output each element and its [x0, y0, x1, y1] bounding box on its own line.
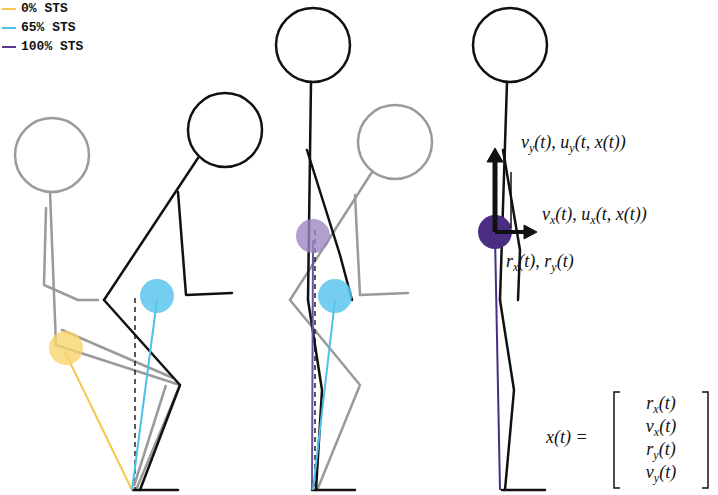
- math-text: (t, x(t)): [575, 132, 626, 152]
- math-text: (t, x(t)): [596, 204, 647, 224]
- legend-row: 100% STS: [2, 39, 83, 54]
- math-text: (t): [659, 416, 676, 436]
- math-text: v: [646, 416, 654, 436]
- math-label: x(t) =: [546, 428, 588, 448]
- math-text: r: [544, 251, 551, 271]
- math-text: (t),: [518, 251, 544, 271]
- math-text: (t),: [534, 132, 560, 152]
- math-text: u: [560, 132, 569, 152]
- subscript: x: [513, 260, 518, 274]
- math-text: r: [646, 393, 653, 413]
- legend-swatch: [2, 8, 16, 10]
- math-text: (t): [659, 462, 676, 482]
- legend-text: 0% STS: [21, 1, 68, 16]
- math-text: r: [646, 439, 653, 459]
- subscript: x: [550, 213, 555, 227]
- legend-text: 65% STS: [21, 20, 76, 35]
- math-text: v: [521, 132, 529, 152]
- subscript: x: [654, 425, 659, 439]
- legend-swatch: [2, 46, 16, 48]
- subscript: y: [569, 141, 574, 155]
- math-text: (t): [659, 439, 676, 459]
- subscript: y: [529, 141, 534, 155]
- math-label: vx(t), ux(t, x(t)): [542, 205, 647, 227]
- legend-swatch: [2, 27, 16, 29]
- math-text: x(t) =: [546, 427, 588, 447]
- subscript: y: [551, 260, 556, 274]
- math-label: rx(t): [646, 394, 675, 416]
- math-label: vy(t), uy(t, x(t)): [521, 133, 626, 155]
- subscript: x: [590, 213, 595, 227]
- math-text: v: [542, 204, 550, 224]
- legend-row: 0% STS: [2, 1, 68, 16]
- subscript: y: [654, 471, 659, 485]
- math-text: (t): [659, 393, 676, 413]
- math-text: (t): [557, 251, 574, 271]
- math-text: v: [646, 462, 654, 482]
- subscript: y: [653, 448, 658, 462]
- legend-row: 65% STS: [2, 20, 76, 35]
- math-label: vx(t): [646, 417, 676, 439]
- legend-text: 100% STS: [21, 39, 83, 54]
- subscript: x: [653, 402, 658, 416]
- math-label: rx(t), ry(t): [506, 252, 574, 274]
- math-text: u: [581, 204, 590, 224]
- math-label: vy(t): [646, 463, 676, 485]
- math-text: r: [506, 251, 513, 271]
- math-label: ry(t): [646, 440, 675, 462]
- math-text: (t),: [555, 204, 581, 224]
